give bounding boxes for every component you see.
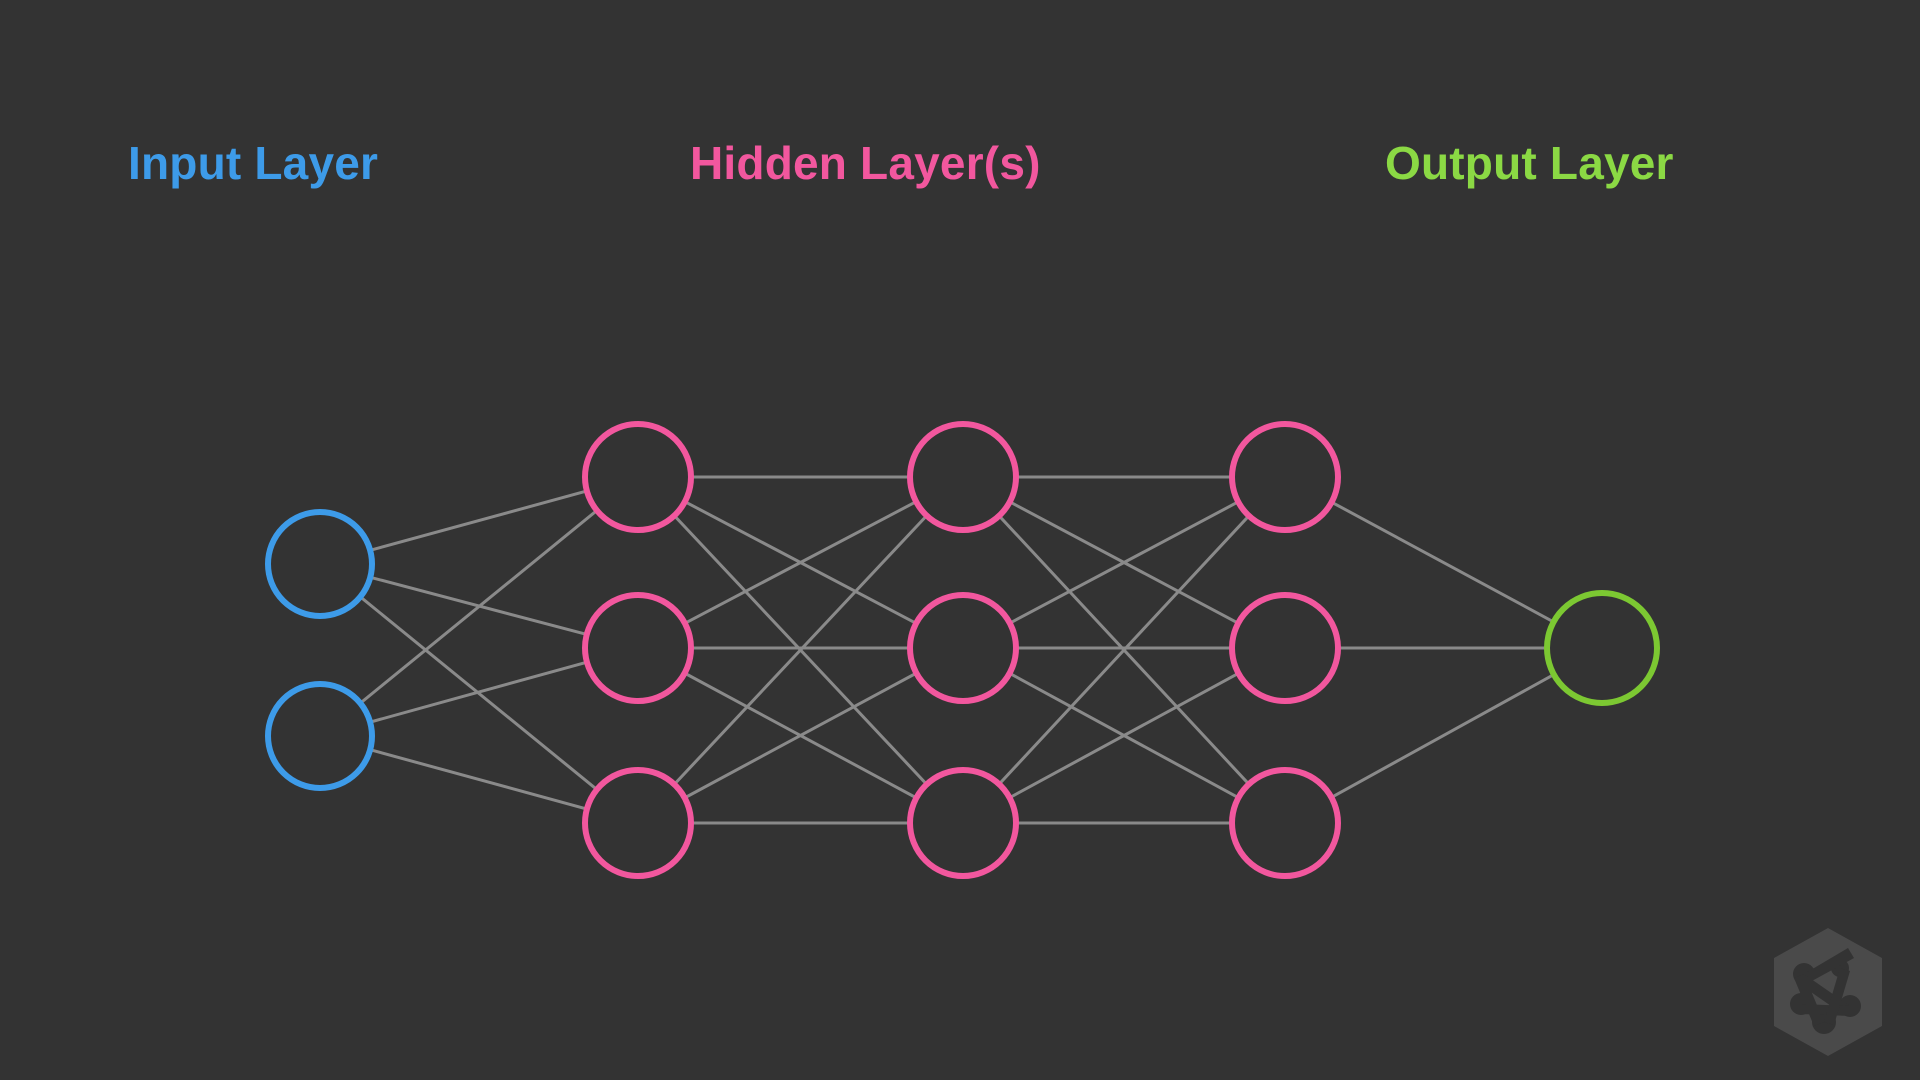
node-hidden-h1_1[interactable] [582,421,694,533]
connection-edge [1330,500,1556,624]
node-hidden-h3_3[interactable] [1229,767,1341,879]
connection-edge [683,671,918,800]
node-input-i1[interactable] [265,509,375,619]
node-hidden-h3_2[interactable] [1229,592,1341,704]
connection-edge [672,514,929,786]
node-hidden-h2_3[interactable] [907,767,1019,879]
connection-edge [368,748,589,811]
connection-edge [683,500,918,625]
hexagon-node-logo-watermark [1774,928,1882,1056]
connection-edge [358,508,599,705]
label-hidden-layer: Hidden Layer(s) [690,137,1041,189]
node-hidden-h1_2[interactable] [582,592,694,704]
connection-edge [1008,671,1240,800]
node-input-i2[interactable] [265,681,375,791]
node-hidden-h2_1[interactable] [907,421,1019,533]
connection-edge [368,489,589,552]
connection-edge [1008,500,1240,625]
connection-edge [997,514,1251,786]
node-output-o1[interactable] [1544,590,1660,706]
node-hidden-h1_3[interactable] [582,767,694,879]
node-hidden-h2_2[interactable] [907,592,1019,704]
nodes-group [265,421,1660,879]
node-hidden-h3_1[interactable] [1229,421,1341,533]
label-input-layer: Input Layer [128,137,379,189]
connection-edge [1329,673,1556,799]
label-output-layer: Output Layer [1385,137,1674,189]
watermark-node-glyph-icon [1790,948,1861,1034]
edges-group [358,475,1556,825]
connection-edge [368,660,589,724]
